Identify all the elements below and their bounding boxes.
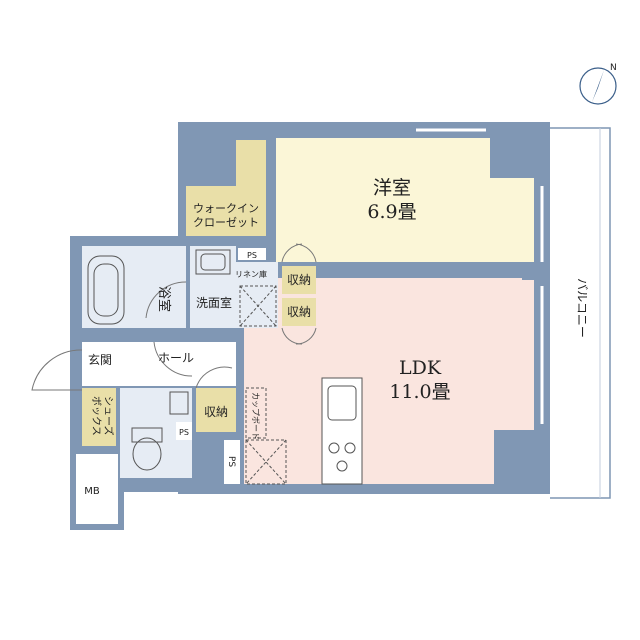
ps-toilet-label: PS bbox=[179, 428, 189, 437]
fridge-space bbox=[245, 439, 287, 485]
shoe-box bbox=[82, 388, 116, 446]
wash-room bbox=[190, 246, 236, 328]
compass-letter: N bbox=[610, 63, 617, 73]
western-room-name: 洋室 bbox=[373, 177, 411, 199]
hall bbox=[118, 342, 236, 386]
balcony-area: バルコニー bbox=[550, 127, 611, 499]
washroom-label: 洗面室 bbox=[196, 295, 232, 310]
storage-door-2 bbox=[295, 327, 317, 345]
western-room bbox=[276, 138, 534, 262]
toilet-counter bbox=[169, 391, 189, 415]
kitchen-counter bbox=[321, 377, 363, 485]
mb-label: MB bbox=[84, 486, 100, 497]
wash-basin-inner bbox=[200, 253, 226, 271]
wic-label-line2: クローゼット bbox=[193, 216, 259, 229]
laundry-pan-cross-2 bbox=[239, 285, 277, 327]
cupboard-label: カップボード bbox=[251, 392, 260, 440]
shoe-box-label-line2: ボックス bbox=[90, 396, 102, 436]
cupboard bbox=[245, 387, 267, 439]
fixtures bbox=[87, 249, 363, 485]
storage-1 bbox=[282, 266, 316, 294]
stove-burner-1 bbox=[328, 442, 340, 454]
entrance-door bbox=[31, 349, 83, 391]
toilet-tank bbox=[131, 427, 163, 443]
compass-ring bbox=[579, 67, 617, 105]
ldk-room-size: 11.0畳 bbox=[389, 381, 450, 403]
room-fills bbox=[76, 138, 534, 524]
stove-burner-2 bbox=[344, 442, 356, 454]
storage-3-door bbox=[195, 366, 233, 389]
storage-2-label: 収納 bbox=[287, 305, 311, 319]
balcony-outline bbox=[550, 127, 611, 499]
walk-in-closet bbox=[186, 140, 266, 236]
bath-label: 浴室 bbox=[156, 286, 172, 312]
doors bbox=[31, 243, 317, 391]
mb-box bbox=[76, 454, 118, 524]
hall-door bbox=[153, 341, 193, 377]
laundry-pan bbox=[239, 285, 277, 327]
kitchen-sink bbox=[327, 385, 357, 421]
shoe-box-label-line1: シューズ bbox=[102, 396, 115, 436]
hall-label: ホール bbox=[158, 351, 194, 365]
stove-burner-3 bbox=[336, 460, 348, 472]
ps-top-box bbox=[238, 248, 266, 260]
linen-label: リネン庫 bbox=[235, 269, 267, 279]
balcony-label: バルコニー bbox=[575, 278, 589, 338]
storage-1-label: 収納 bbox=[287, 273, 311, 287]
bathtub bbox=[87, 255, 125, 325]
ps-toilet-box bbox=[176, 422, 192, 440]
entrance bbox=[82, 342, 118, 386]
ps-top-label: PS bbox=[247, 251, 257, 260]
entrance-label: 玄関 bbox=[88, 352, 112, 367]
compass-needle bbox=[592, 70, 604, 102]
storage-3 bbox=[196, 388, 236, 432]
western-room-size: 6.9畳 bbox=[367, 201, 416, 223]
windows bbox=[416, 128, 544, 424]
bathtub-inner bbox=[93, 263, 119, 317]
ldk-room-name: LDK bbox=[399, 357, 442, 379]
ps-kitchen-label: PS bbox=[226, 456, 236, 467]
labels: 洋室 6.9畳 LDK 11.0畳 ウォークイン クローゼット 浴室 洗面室 リ… bbox=[84, 177, 450, 497]
linen-closet bbox=[236, 262, 278, 328]
toilet-bowl bbox=[132, 437, 162, 471]
storage-3-label: 収納 bbox=[204, 405, 228, 419]
storage-2 bbox=[282, 298, 316, 326]
wic-label-line1: ウォークイン bbox=[193, 202, 259, 215]
ps-kitchen-box bbox=[224, 440, 240, 484]
compass: N bbox=[579, 63, 617, 105]
western-door-2 bbox=[295, 243, 317, 263]
wash-basin bbox=[195, 249, 231, 275]
bath-door bbox=[145, 281, 187, 319]
ldk-room bbox=[244, 278, 534, 484]
